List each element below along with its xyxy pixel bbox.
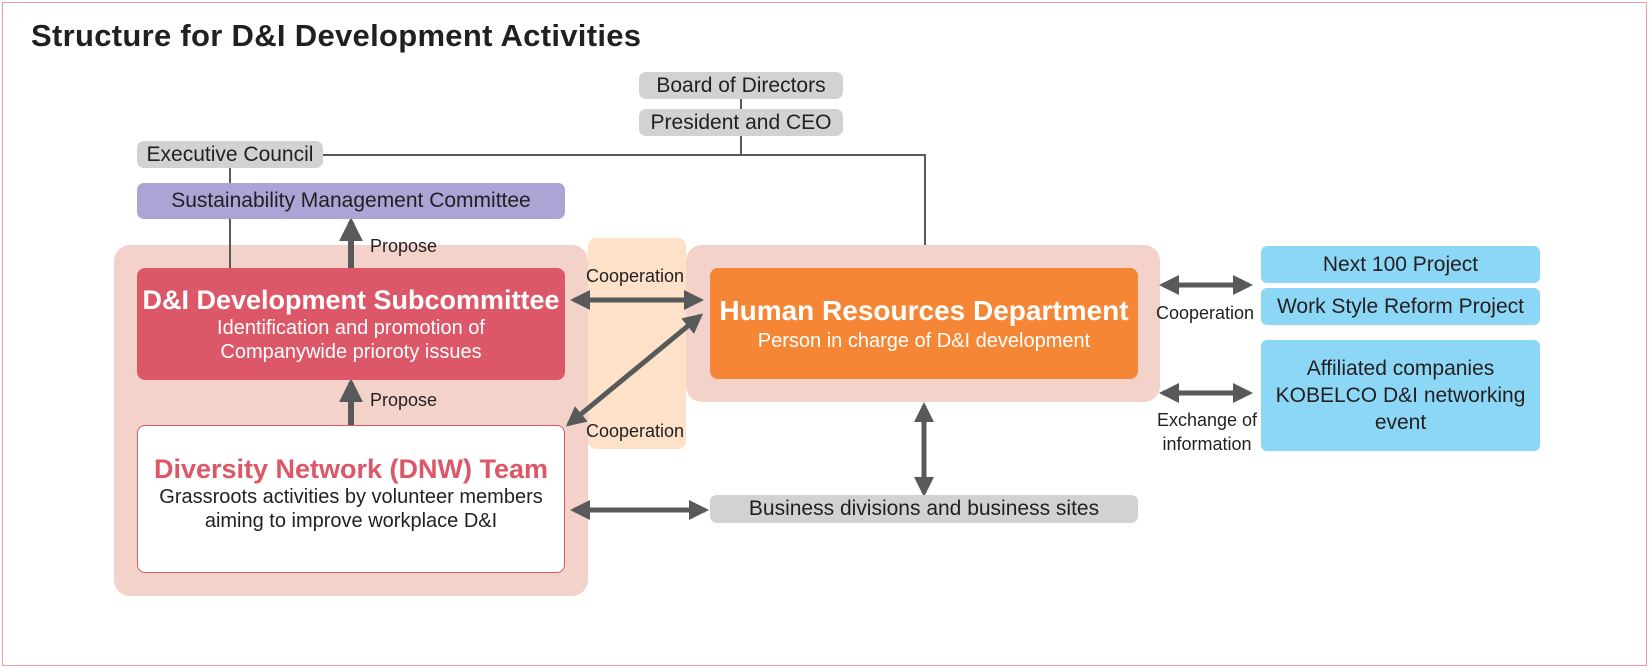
affiliated-line2: KOBELCO D&I networking	[1275, 384, 1526, 407]
cooperation-label-bottom: Cooperation	[586, 421, 685, 441]
hr-department-box: Human Resources Department Person in cha…	[710, 268, 1138, 379]
propose-label-bottom: Propose	[370, 390, 438, 410]
next-100-project-box: Next 100 Project	[1261, 246, 1540, 283]
president-ceo-box: President and CEO	[639, 109, 843, 136]
subcommittee-title: D&I Development Subcommittee	[142, 285, 560, 315]
board-of-directors-box: Board of Directors	[639, 72, 843, 99]
arrow-dnw-hr	[565, 313, 704, 427]
affiliated-line1: Affiliated companies	[1306, 357, 1495, 380]
line-ceo-hr	[740, 136, 926, 245]
subcommittee-line1: Identification and promotion of	[217, 317, 485, 339]
dnw-team-title: Diversity Network (DNW) Team	[153, 454, 549, 484]
dnw-team-line2: aiming to improve workplace D&I	[204, 510, 498, 532]
subcommittee-box: D&I Development Subcommittee Identificat…	[137, 268, 565, 380]
exchange-info-line2: information	[1162, 434, 1252, 454]
work-style-reform-box: Work Style Reform Project	[1261, 288, 1540, 325]
affiliated-companies-box: Affiliated companies KOBELCO D&I network…	[1261, 340, 1540, 451]
affiliated-line3: event	[1374, 411, 1427, 434]
hr-department-title: Human Resources Department	[719, 294, 1129, 326]
dnw-team-line1: Grassroots activities by volunteer membe…	[159, 486, 543, 508]
propose-label-top: Propose	[370, 236, 438, 256]
dnw-team-box: Diversity Network (DNW) Team Grassroots …	[137, 425, 565, 573]
exchange-info-label: Exchange of information	[1152, 408, 1262, 456]
business-divisions-box: Business divisions and business sites	[710, 495, 1138, 523]
subcommittee-line2: Companywide prioroty issues	[220, 341, 482, 363]
cooperation-label-top: Cooperation	[586, 266, 685, 286]
executive-council-box: Executive Council	[137, 141, 323, 168]
sustainability-committee-box: Sustainability Management Committee	[137, 183, 565, 219]
hr-department-subtitle: Person in charge of D&I development	[757, 329, 1091, 352]
cooperation-label-right: Cooperation	[1156, 303, 1255, 323]
exchange-info-line1: Exchange of	[1156, 410, 1258, 430]
diagram-title: Structure for D&I Development Activities	[31, 18, 642, 53]
